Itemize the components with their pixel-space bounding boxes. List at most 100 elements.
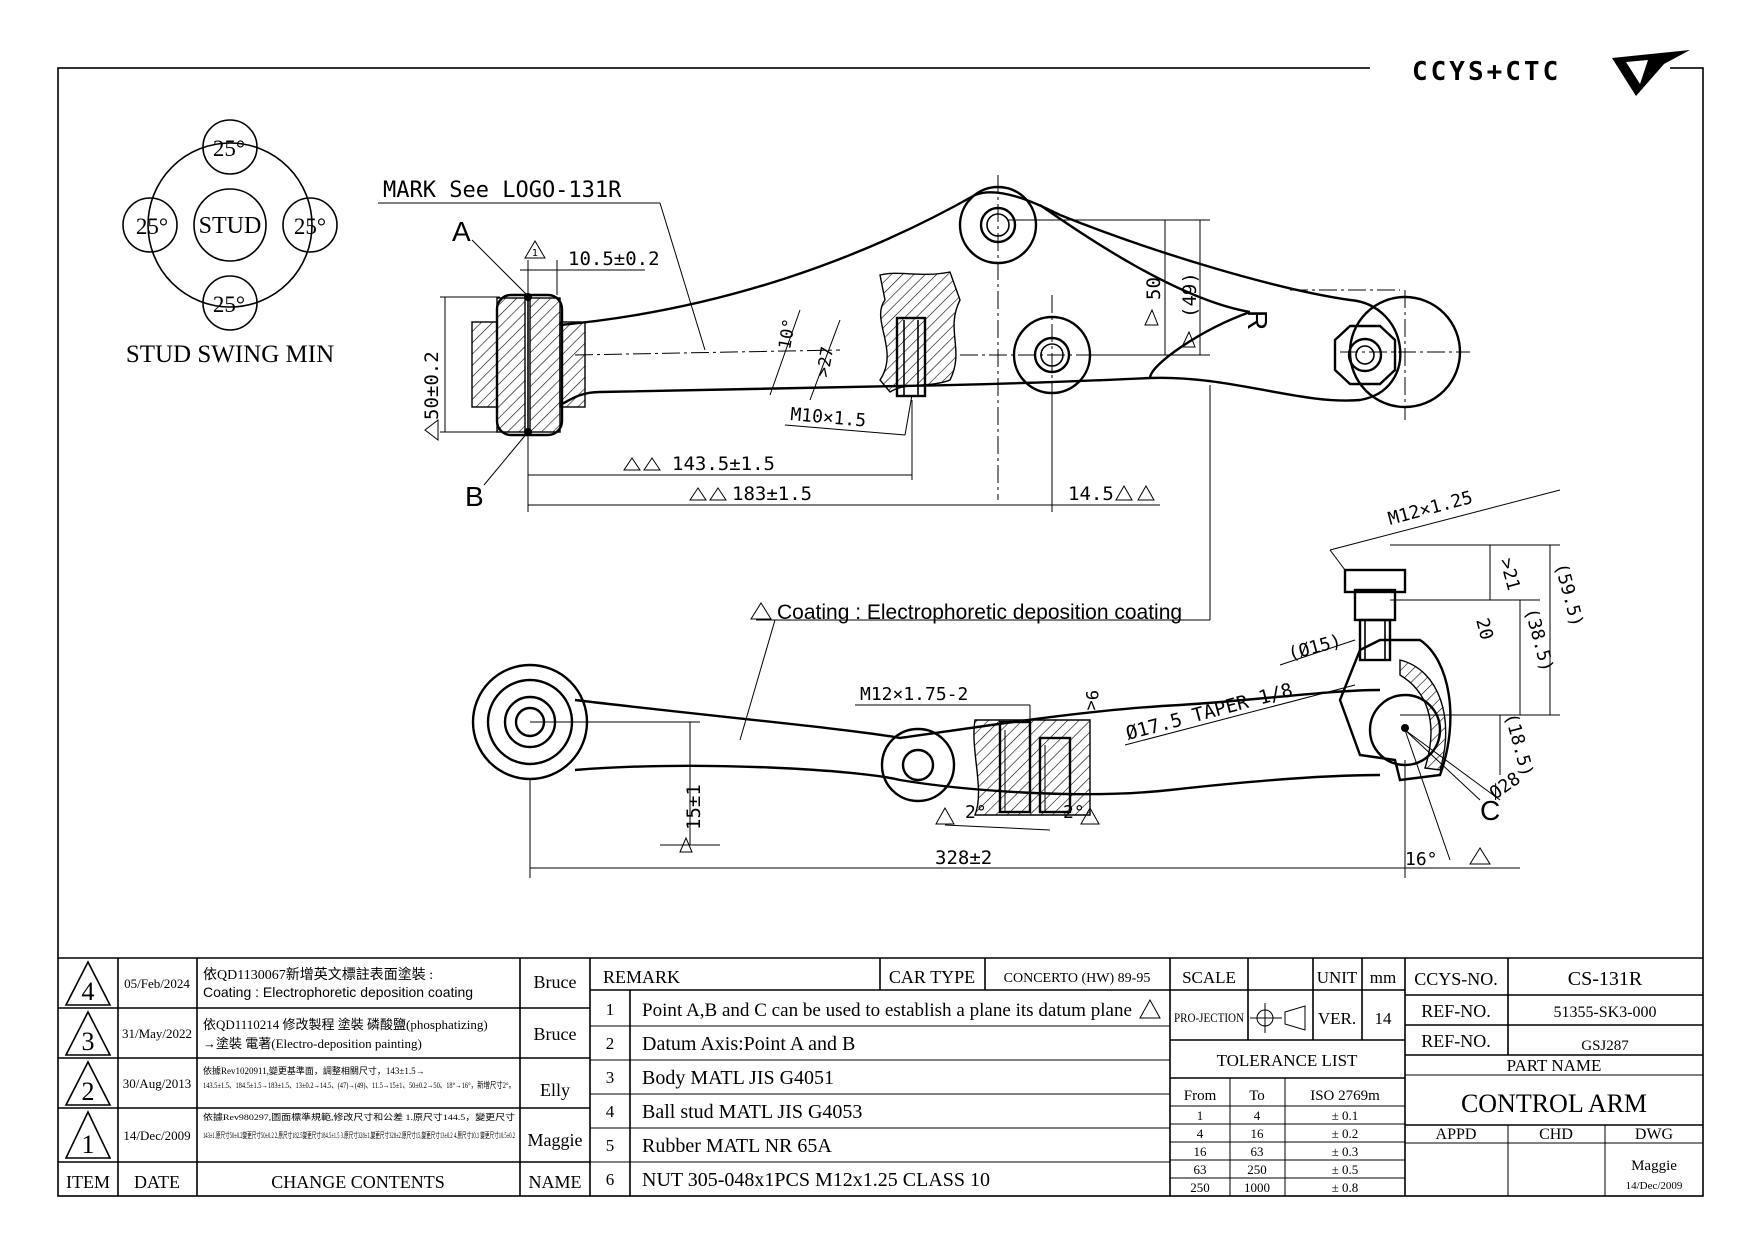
remark-5: Rubber MATL NR 65A <box>642 1135 832 1157</box>
revision-table: 4 3 2 1 05/Feb/2024 31/May/2022 30/Aug/2… <box>66 966 583 1192</box>
dim-21: >21 <box>1495 556 1524 593</box>
side-view: Coating : Electrophoretic deposition coa… <box>471 385 1587 878</box>
rev-date-2: 30/Aug/2013 <box>123 1076 192 1091</box>
svg-text:± 0.2: ± 0.2 <box>1332 1126 1359 1141</box>
swing-angle-bottom: 25° <box>213 292 245 317</box>
dwg-date: 14/Dec/2009 <box>1626 1180 1683 1192</box>
ver-value: 14 <box>1375 1009 1393 1028</box>
svg-text:63: 63 <box>1251 1144 1264 1159</box>
appd-label: APPD <box>1436 1126 1477 1143</box>
rev-item-2: 2 <box>82 1077 95 1106</box>
dim-2deg-a: 2° <box>965 802 987 823</box>
remark-3: Body MATL JIS G4051 <box>642 1067 834 1089</box>
ref-no-value-2: GSJ287 <box>1581 1038 1629 1054</box>
svg-text:± 0.1: ± 0.1 <box>1332 1108 1359 1123</box>
remark-header: REMARK <box>603 967 680 987</box>
svg-text:± 0.5: ± 0.5 <box>1332 1162 1359 1177</box>
ver-label: VER. <box>1318 1009 1356 1028</box>
svg-text:16: 16 <box>1251 1126 1265 1141</box>
label-r: R <box>1242 310 1273 330</box>
ccys-ctc-logo: CCYS+CTC <box>1370 50 1690 96</box>
svg-text:4: 4 <box>606 1102 615 1121</box>
dim-taper: Ø17.5 TAPER 1/8 <box>1124 679 1295 745</box>
sheet-border <box>57 67 1704 1197</box>
unit-label: UNIT <box>1317 968 1358 987</box>
label-a: A <box>452 216 471 247</box>
dim-49: (49) <box>1179 272 1201 318</box>
svg-text:2: 2 <box>606 1034 615 1053</box>
chd-label: CHD <box>1539 1126 1573 1143</box>
title-block <box>58 957 1703 1196</box>
ccys-no-label: CCYS-NO. <box>1414 969 1498 989</box>
car-type-value: CONCERTO (HW) 89-95 <box>1004 971 1151 986</box>
car-type-label: CAR TYPE <box>889 967 975 987</box>
rev-content-2a: 依據Rev1020911,變更基準面，調整相關尺寸，143±1.5→ <box>203 1065 425 1076</box>
dim-38-5: (38.5) <box>1520 606 1557 674</box>
remark-2: Datum Axis:Point A and B <box>642 1033 855 1055</box>
remark-1: Point A,B and C can be used to establish… <box>642 1000 1132 1021</box>
dim-50-right: 50 <box>1143 277 1165 300</box>
dim-2deg-b: 2° <box>1063 802 1085 823</box>
dim-59-5: (59.5) <box>1550 561 1587 629</box>
svg-text:1: 1 <box>1197 1108 1204 1123</box>
mark-note: MARK See LOGO-131R <box>383 178 622 203</box>
dim-15: 15±1 <box>683 784 705 830</box>
svg-text:To: To <box>1249 1088 1265 1104</box>
svg-text:250: 250 <box>1247 1162 1267 1177</box>
dim-m12-175: M12×1.75-2 <box>860 684 968 705</box>
svg-text:3: 3 <box>606 1068 615 1087</box>
dim-183: 183±1.5 <box>732 483 812 505</box>
rev-name-4: Bruce <box>534 972 577 992</box>
svg-text:ISO 2769m: ISO 2769m <box>1310 1088 1380 1104</box>
dim-50-left: 50±0.2 <box>421 351 443 420</box>
rev-content-3b: →塗裝 電著(Electro-deposition painting) <box>203 1036 422 1051</box>
stud-label: STUD <box>199 213 262 239</box>
dwg-label: DWG <box>1635 1126 1674 1143</box>
remark-6: NUT 305-048x1PCS M12x1.25 CLASS 10 <box>642 1169 990 1191</box>
dim-27: >27 <box>813 345 838 379</box>
rev-date-1: 14/Dec/2009 <box>123 1128 190 1143</box>
unit-value: mm <box>1370 968 1396 987</box>
rev-header-content: CHANGE CONTENTS <box>271 1172 445 1192</box>
rev-name-2: Elly <box>540 1080 570 1100</box>
rev-name-3: Bruce <box>534 1024 577 1044</box>
projection-symbol <box>1250 1003 1306 1033</box>
svg-text:± 0.3: ± 0.3 <box>1332 1144 1359 1159</box>
dim-143-5: 143.5±1.5 <box>672 453 775 475</box>
svg-text:From: From <box>1184 1088 1217 1104</box>
dim-14-5: 14.5 <box>1068 483 1114 505</box>
rev-name-1: Maggie <box>528 1130 583 1150</box>
svg-text:4: 4 <box>1197 1126 1204 1141</box>
part-name-value: CONTROL ARM <box>1461 1089 1647 1118</box>
rev-content-1b: 143±1.原尺寸50±0.2變更尺寸50±0.2 2.原尺寸182.5變更尺寸… <box>203 1130 515 1140</box>
part-name-label: PART NAME <box>1507 1056 1602 1075</box>
ccys-no-value: CS-131R <box>1568 968 1643 990</box>
projection-label: PRO-JECTION <box>1174 1010 1245 1025</box>
svg-text:16: 16 <box>1194 1144 1208 1159</box>
rev-content-4a: 依QD1130067新增英文標註表面塗裝 : <box>203 966 433 983</box>
rev-header-name: NAME <box>529 1172 582 1192</box>
rev-date-3: 31/May/2022 <box>122 1026 192 1041</box>
tolerance-title: TOLERANCE LIST <box>1217 1051 1358 1070</box>
rev-item-4: 4 <box>82 977 95 1006</box>
swing-angle-left: 25° <box>136 214 168 239</box>
svg-text:CCYS+CTC: CCYS+CTC <box>1412 57 1561 87</box>
rev-content-3a: 依QD1110214 修改製程 塗裝 磷酸鹽(phosphatizing) <box>203 1017 488 1032</box>
ref-no-label-1: REF-NO. <box>1421 1001 1491 1021</box>
label-b: B <box>465 481 484 512</box>
dim-16deg: 16° <box>1405 849 1438 870</box>
rev-item-1: 1 <box>82 1130 95 1159</box>
dim-9: 9< <box>1081 690 1101 710</box>
rev-header-item: ITEM <box>66 1172 110 1192</box>
swing-angle-top: 25° <box>213 136 245 161</box>
rev-date-4: 05/Feb/2024 <box>124 976 190 991</box>
remark-4: Ball stud MATL JIS G4053 <box>642 1101 862 1123</box>
rev-header-date: DATE <box>134 1172 180 1192</box>
rev-content-2b: 143.5±1.5、184.5±1.5→183±1.5、13±0.2→14.5、… <box>203 1080 515 1090</box>
dim-m10: M10×1.5 <box>790 404 867 432</box>
swing-angle-right: 25° <box>294 214 326 239</box>
svg-text:6: 6 <box>606 1170 615 1189</box>
stud-swing-diagram: STUD 25° 25° 25° 25° STUD SWING MIN <box>122 119 338 368</box>
ref-no-value-1: 51355-SK3-000 <box>1553 1004 1656 1021</box>
